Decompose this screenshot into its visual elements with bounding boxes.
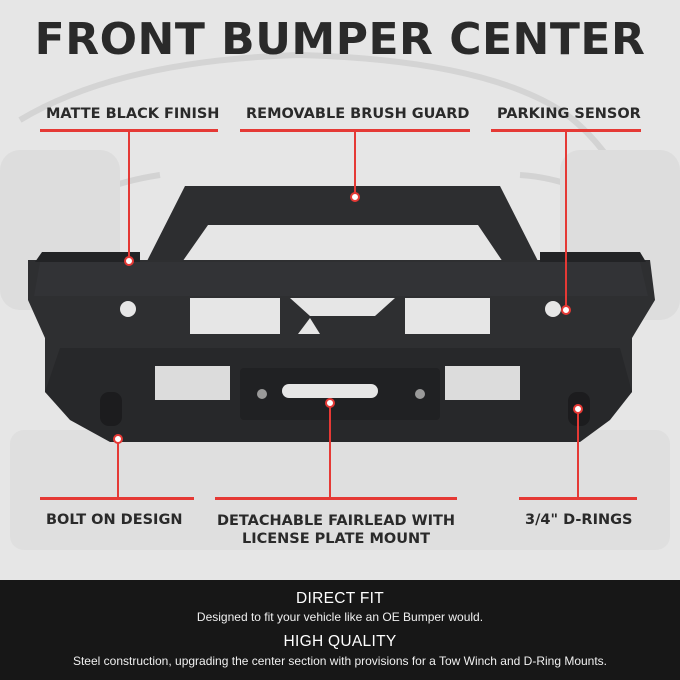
callout-underline	[40, 497, 194, 500]
footer-text-high-quality: Steel construction, upgrading the center…	[72, 654, 608, 668]
callout-underline	[491, 129, 641, 132]
callout-dot	[124, 256, 134, 266]
callout-underline	[40, 129, 218, 132]
callout-dot	[573, 404, 583, 414]
callout-matte-finish: MATTE BLACK FINISH	[46, 106, 220, 122]
callout-line	[577, 410, 579, 498]
callout-brush-guard: REMOVABLE BRUSH GUARD	[246, 106, 470, 122]
callout-parking-sensor: PARKING SENSOR	[497, 106, 641, 122]
callout-fairlead-line1: DETACHABLE FAIRLEAD WITH	[216, 513, 456, 529]
callout-fairlead-line2: LICENSE PLATE MOUNT	[241, 531, 431, 547]
footer-heading-high-quality: HIGH QUALITY	[283, 633, 397, 650]
page-title: FRONT BUMPER CENTER	[34, 14, 646, 65]
callout-dot	[350, 192, 360, 202]
callout-line	[128, 132, 130, 258]
callout-dot	[325, 398, 335, 408]
bumper	[28, 186, 655, 442]
callout-bolt-on: BOLT ON DESIGN	[46, 512, 183, 528]
callout-fairlead: DETACHABLE FAIRLEAD WITH LICENSE PLATE M…	[215, 512, 457, 548]
callout-underline	[215, 497, 457, 500]
callout-underline	[519, 497, 637, 500]
callout-line	[329, 404, 331, 498]
callout-line	[354, 132, 356, 194]
footer-text-direct-fit: Designed to fit your vehicle like an OE …	[196, 610, 484, 624]
callout-line	[117, 440, 119, 498]
brush-guard	[145, 186, 540, 265]
callout-underline	[240, 129, 470, 132]
feature-footer: DIRECT FIT Designed to fit your vehicle …	[0, 580, 680, 680]
callout-dot	[113, 434, 123, 444]
callout-dot	[561, 305, 571, 315]
callout-line	[565, 132, 567, 306]
callout-d-rings: 3/4" D-RINGS	[525, 512, 633, 528]
footer-heading-direct-fit: DIRECT FIT	[296, 590, 384, 607]
